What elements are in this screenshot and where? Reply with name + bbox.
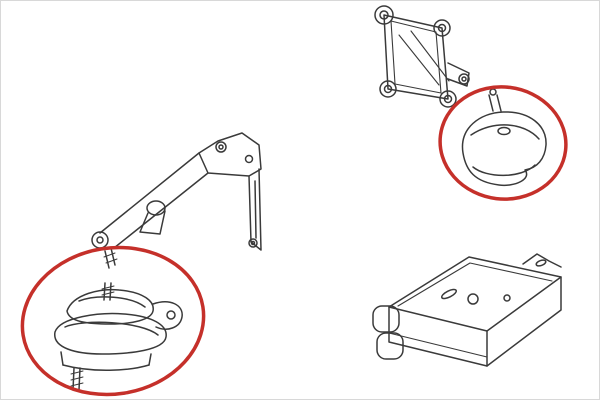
bolt-ear-icon	[433, 19, 451, 37]
left-mount-bracket-drawing	[91, 132, 262, 269]
bolt-hole-icon	[248, 238, 258, 248]
upper-right-engine-mount-drawing	[461, 88, 547, 187]
bolt-hole-icon	[467, 293, 479, 305]
left-engine-mount-drawing	[54, 282, 183, 391]
upper-right-bracket-drawing	[374, 5, 470, 108]
red-annotation-ellipse-left-mount	[20, 245, 206, 397]
bolt-hole-icon	[166, 310, 176, 320]
mount-stud-icon	[488, 94, 502, 112]
bolt-hole-icon	[244, 154, 254, 164]
bolt-hole-icon	[215, 141, 227, 153]
slot-hole-icon	[440, 288, 458, 300]
bolt-hole-icon	[503, 294, 511, 302]
rear-mount-crossmember-drawing	[372, 253, 562, 367]
bolt-ear-icon	[379, 80, 397, 98]
bolt-hole-icon	[458, 73, 470, 85]
bolt-ear-icon	[374, 5, 394, 25]
bolt-hole-icon	[497, 126, 511, 136]
slot-hole-icon	[535, 259, 547, 267]
rubber-bumper-icon	[372, 305, 400, 333]
rubber-bumper-icon	[376, 332, 404, 360]
bolt-ear-icon	[439, 90, 457, 108]
red-annotation-circle-right-mount	[438, 85, 568, 201]
